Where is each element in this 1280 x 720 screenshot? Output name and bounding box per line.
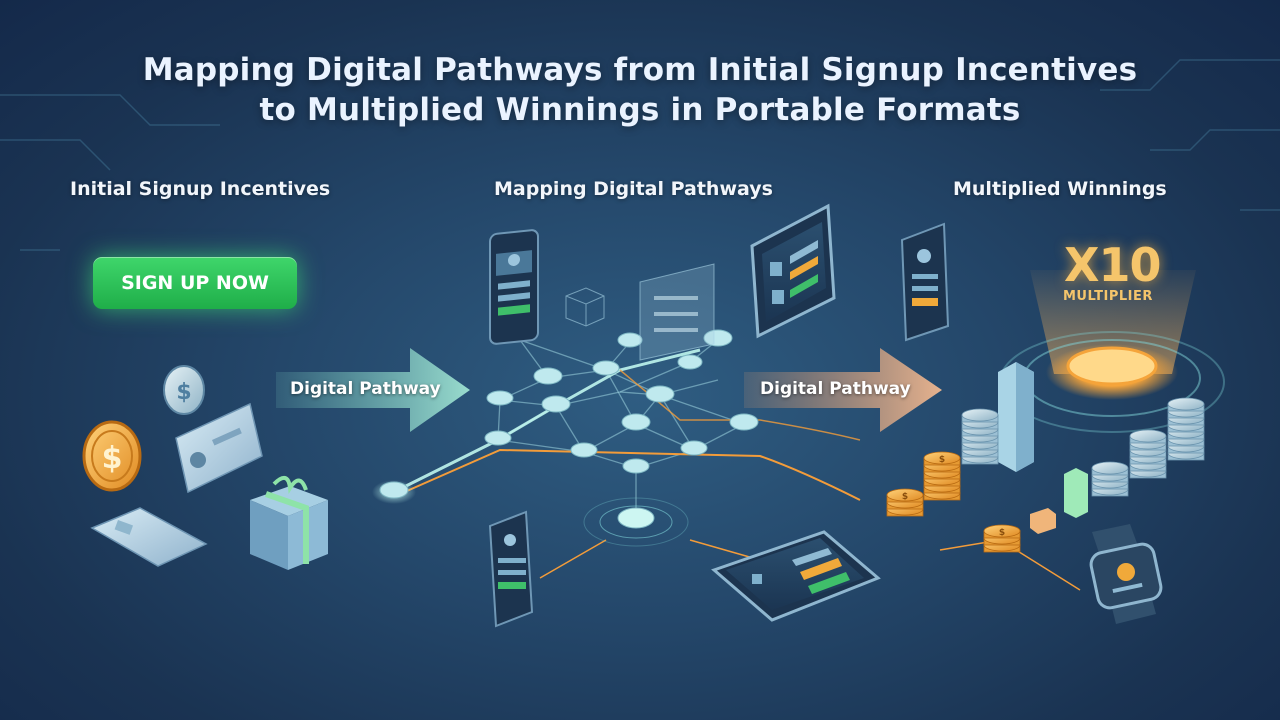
silver-coin-stack <box>1091 461 1129 497</box>
coin-stacks: $ $ $ <box>886 397 1205 553</box>
dollar-coin-small-icon: $ <box>163 365 205 415</box>
title-line-1: Mapping Digital Pathways from Initial Si… <box>142 52 1138 88</box>
gold-coin-stack: $ <box>886 488 924 517</box>
network-node-group <box>372 329 759 547</box>
floating-data-panel <box>639 263 715 361</box>
smartphone-top <box>489 229 539 345</box>
smartphone-bottom <box>488 510 534 628</box>
title-line-2: to Multiplied Winnings in Portable Forma… <box>259 92 1021 128</box>
section-heading-winnings: Multiplied Winnings <box>953 178 1167 200</box>
bar-column-tall <box>998 362 1034 472</box>
coin-dollar-mark: $ <box>999 528 1005 538</box>
silver-coin-stack <box>1129 429 1167 479</box>
credit-card-icon <box>90 507 208 567</box>
sign-up-now-button[interactable]: SIGN UP NOW <box>93 257 297 309</box>
gold-coin-stack: $ <box>983 524 1021 553</box>
section-heading-signup: Initial Signup Incentives <box>70 178 331 200</box>
gold-dollar-coin-icon: $ <box>82 420 142 492</box>
orange-pathway-line-2 <box>619 369 861 441</box>
pathway-arrow-right <box>744 348 942 432</box>
network-connections <box>497 339 745 518</box>
svg-text:$: $ <box>102 441 123 476</box>
bar-column-green <box>1064 468 1088 518</box>
smartwatch-icon <box>1089 524 1163 624</box>
silver-coin-stack <box>961 408 999 465</box>
smartphone-right <box>900 222 950 342</box>
pathway-arrow-left <box>276 348 470 432</box>
orange-pathway-line <box>399 448 861 501</box>
section-heading-pathways: Mapping Digital Pathways <box>494 178 773 200</box>
gift-box-icon <box>250 476 328 570</box>
digital-pathway-label-right: Digital Pathway <box>760 379 911 399</box>
gold-coin-stack: $ <box>923 451 961 501</box>
multiplier-label: MULTIPLIER <box>1063 289 1153 304</box>
coin-dollar-mark: $ <box>902 492 908 502</box>
tablet-top <box>750 203 836 339</box>
multiplier-value: X10 <box>1064 238 1161 292</box>
digital-pathway-label-left: Digital Pathway <box>290 379 441 399</box>
bar-column-orange <box>1030 508 1056 534</box>
tablet-bottom <box>711 530 881 622</box>
multiplier-light-beam <box>1030 270 1196 374</box>
wireframe-cube <box>565 287 605 327</box>
svg-text:$: $ <box>176 380 191 405</box>
silver-coin-stack <box>1167 397 1205 461</box>
coin-dollar-mark: $ <box>939 455 945 465</box>
circuit-background <box>0 59 1280 251</box>
page-title: Mapping Digital Pathways from Initial Si… <box>0 50 1280 130</box>
bonus-card-icon <box>175 402 263 494</box>
